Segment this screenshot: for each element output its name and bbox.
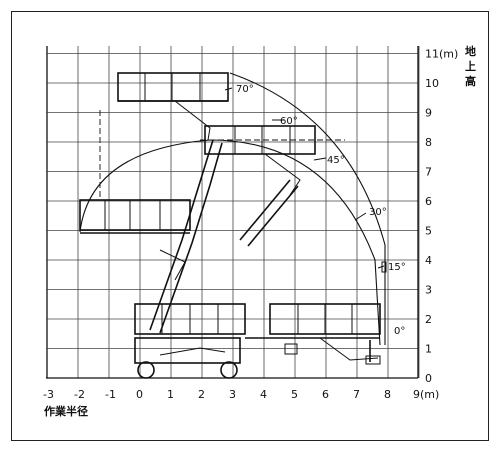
y-axis-label-char-1: 地 — [465, 44, 476, 58]
marker-70 — [224, 87, 233, 91]
y-tick-label: 8 — [425, 136, 432, 149]
main-boom — [149, 139, 223, 334]
marker-45 — [313, 157, 327, 161]
y-tick-label: 10 — [425, 77, 439, 90]
angle-label-60: 60° — [280, 116, 298, 127]
y-tick-label: 9 — [425, 107, 432, 120]
x-tick-label: 0 — [136, 388, 143, 401]
x-tick-label: 4 — [260, 388, 267, 401]
x-tick-label: -2 — [74, 388, 85, 401]
angle-label-30: 30° — [369, 207, 387, 218]
platform-60 — [204, 125, 316, 196]
outer-reach-arc — [229, 72, 386, 345]
second-boom — [239, 179, 299, 247]
marker-15 — [377, 265, 385, 269]
angle-label-0: 0° — [394, 326, 405, 337]
platform-0 — [245, 303, 381, 361]
x-tick-label: 2 — [198, 388, 205, 401]
x-tick-label: 5 — [291, 388, 298, 401]
y-tick-labels: 0 1 2 3 4 5 6 7 8 9 10 11(m) — [425, 48, 458, 386]
y-tick-label: 6 — [425, 195, 432, 208]
platform-stowed — [134, 303, 246, 335]
y-tick-label: 7 — [425, 166, 432, 179]
y-tick-label: 1 — [425, 343, 432, 356]
vehicle-base — [134, 337, 381, 379]
x-tick-label: 7 — [353, 388, 360, 401]
angle-label-45: 45° — [327, 155, 345, 166]
y-axis-label-char-3: 高 — [465, 74, 476, 88]
x-tick-label: 8 — [384, 388, 391, 401]
platform-70 — [117, 72, 229, 141]
y-tick-label: 3 — [425, 284, 432, 297]
y-tick-label: 0 — [425, 372, 432, 385]
y-tick-label: 5 — [425, 225, 432, 238]
marker-30 — [354, 212, 367, 221]
x-tick-label: -1 — [105, 388, 116, 401]
x-tick-label: 6 — [322, 388, 329, 401]
platform-left — [79, 199, 191, 234]
grid — [46, 46, 420, 379]
angle-label-70: 70° — [236, 84, 254, 95]
x-tick-label: 9(m) — [413, 388, 439, 401]
y-tick-label: 11(m) — [425, 48, 458, 61]
x-tick-labels: -3 -2 -1 0 1 2 3 4 5 6 7 8 9(m) — [43, 388, 439, 401]
marker-15-box — [381, 261, 387, 273]
x-tick-label: 1 — [167, 388, 174, 401]
x-tick-label: 3 — [229, 388, 236, 401]
y-tick-label: 2 — [425, 313, 432, 326]
angle-label-15: 15° — [388, 262, 406, 273]
y-tick-label: 4 — [425, 254, 432, 267]
x-tick-label: -3 — [43, 388, 54, 401]
inner-reach-arc — [79, 139, 381, 346]
y-axis-label-char-2: 上 — [465, 59, 476, 73]
x-axis-label: 作業半径 — [44, 404, 88, 418]
